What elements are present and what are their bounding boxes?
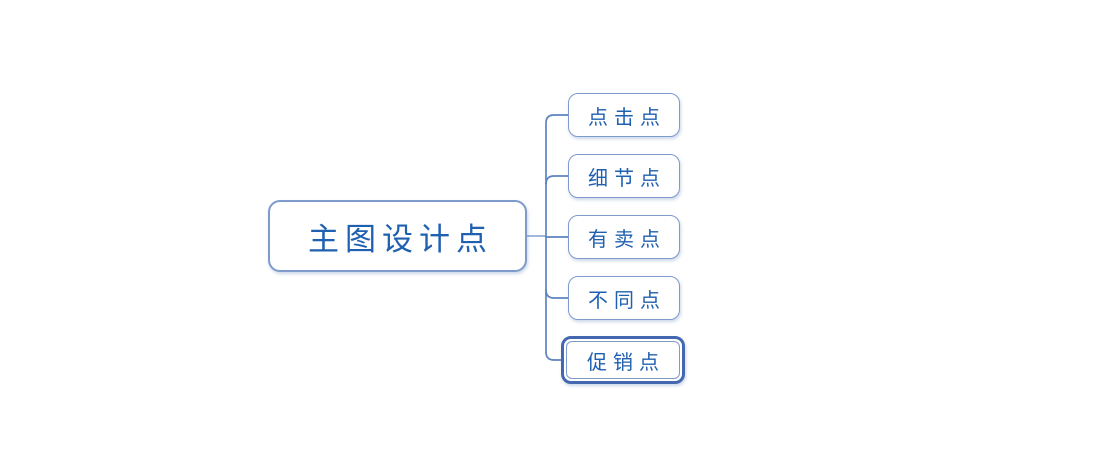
subtopic-label: 点击点 <box>588 106 666 129</box>
subtopic-node-2[interactable]: 细节点 <box>568 154 680 198</box>
subtopic-label: 细节点 <box>588 167 666 190</box>
connector-spine <box>545 114 569 361</box>
subtopic-label: 促销点 <box>587 351 665 374</box>
subtopic-node-3[interactable]: 有卖点 <box>568 215 680 259</box>
subtopic-node-5[interactable]: 促销点 <box>566 341 680 379</box>
selection-ring: 促销点 <box>561 336 685 384</box>
root-topic-node[interactable]: 主图设计点 <box>268 200 527 272</box>
subtopic-node-4[interactable]: 不同点 <box>568 276 680 320</box>
root-topic-label: 主图设计点 <box>308 221 493 257</box>
connector-branch-4 <box>545 289 569 299</box>
subtopic-node-1[interactable]: 点击点 <box>568 93 680 137</box>
subtopic-label: 不同点 <box>588 289 666 312</box>
connector-branch-2 <box>545 175 569 185</box>
subtopic-label: 有卖点 <box>588 228 666 251</box>
